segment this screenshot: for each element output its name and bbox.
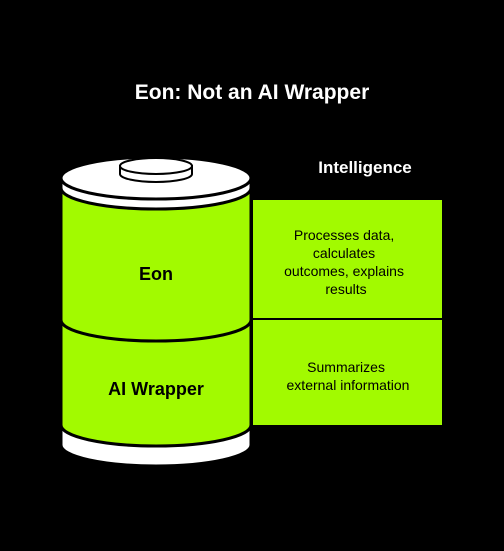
layer-divider bbox=[59, 319, 253, 343]
eon-description: Processes data, calculates outcomes, exp… bbox=[284, 227, 408, 297]
ai-wrapper-description-line: external information bbox=[287, 377, 410, 393]
intelligence-header: Intelligence bbox=[318, 158, 412, 177]
eon-description-box bbox=[251, 198, 444, 320]
eon-description-line: results bbox=[325, 281, 366, 297]
battery-terminal-top bbox=[119, 157, 193, 175]
eon-description-line: Processes data, bbox=[294, 227, 394, 243]
layer-label-ai-wrapper: AI Wrapper bbox=[108, 379, 204, 399]
cylinder: Eon AI Wrapper bbox=[59, 155, 253, 468]
description-boxes: Processes data, calculates outcomes, exp… bbox=[251, 198, 444, 427]
ai-wrapper-description: Summarizes external information bbox=[287, 359, 410, 393]
ai-wrapper-description-box bbox=[251, 318, 444, 427]
eon-description-line: outcomes, explains bbox=[284, 263, 404, 279]
diagram-title: Eon: Not an AI Wrapper bbox=[135, 81, 370, 104]
ai-wrapper-description-line: Summarizes bbox=[307, 359, 385, 375]
cylinder-body bbox=[59, 183, 253, 448]
layer-label-eon: Eon bbox=[139, 264, 173, 284]
eon-description-line: calculates bbox=[313, 245, 375, 261]
